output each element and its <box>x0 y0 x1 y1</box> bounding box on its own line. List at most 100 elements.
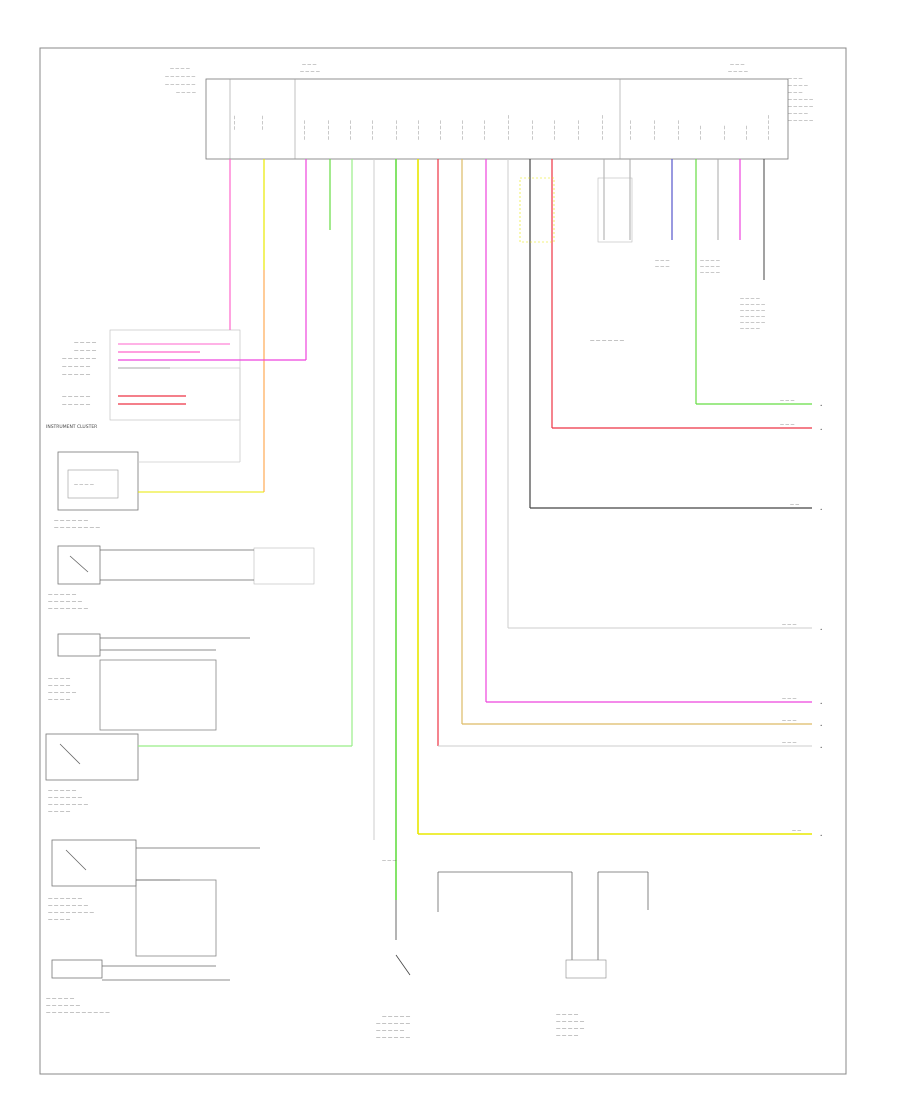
svg-text:— — — —: — — — — <box>482 120 487 140</box>
svg-text:— — — — — —: — — — — — — <box>48 600 83 605</box>
svg-text:— — — —: — — — — <box>556 1034 579 1039</box>
svg-text:— — — — —: — — — — — <box>740 320 765 325</box>
svg-text:— — — — — — —: — — — — — — — <box>48 904 89 909</box>
svg-text:— — —: — — — <box>698 125 703 140</box>
svg-text:— — — — — — —: — — — — — — — <box>48 803 89 808</box>
svg-text:— —: — — <box>790 502 799 507</box>
svg-text:— — — —: — — — — <box>302 120 307 140</box>
svg-text:— — — —: — — — — <box>326 120 331 140</box>
right-side-runs: — — —• — — —• — —• — — —• — — —• — — —• … <box>418 398 822 838</box>
svg-text:— — — — —: — — — — — <box>62 403 91 408</box>
svg-text:— — —: — — — <box>655 258 670 263</box>
svg-text:— — — — —: — — — — — <box>740 308 765 313</box>
svg-text:— — — — —: — — — — — <box>788 118 813 123</box>
svg-text:— — — —: — — — — <box>700 264 720 269</box>
svg-text:— — — — — —: — — — — — — <box>62 357 97 362</box>
svg-text:— — — —: — — — — <box>700 258 720 263</box>
svg-text:— — — — —: — — — — — <box>62 365 91 370</box>
svg-text:— — — —: — — — — <box>74 482 94 487</box>
svg-text:— — — — —: — — — — — <box>46 997 75 1002</box>
module-pin-stubs <box>229 159 765 900</box>
svg-text:— — —: — — — <box>780 398 795 403</box>
svg-text:— — —: — — — <box>260 115 265 130</box>
svg-text:— — — —: — — — — <box>48 677 71 682</box>
svg-text:— — — —: — — — — <box>416 120 421 140</box>
svg-text:— — — — — —: — — — — — — <box>46 1004 81 1009</box>
svg-text:— — — — —: — — — — — <box>48 789 77 794</box>
svg-text:— — — — — —: — — — — — — <box>590 339 625 344</box>
svg-text:— — — —: — — — — <box>700 270 720 275</box>
svg-text:— — — —: — — — — <box>176 90 196 95</box>
left-side-runs <box>100 343 352 981</box>
svg-text:— — — — —: — — — — — <box>556 1027 585 1032</box>
svg-text:— — — — —: — — — — — <box>600 115 605 140</box>
svg-text:— — — —: — — — — <box>530 120 535 140</box>
svg-text:— — — —: — — — — <box>460 120 465 140</box>
svg-text:•: • <box>820 745 822 750</box>
svg-text:•: • <box>820 403 822 408</box>
svg-text:— — — —: — — — — <box>728 69 748 74</box>
ignition-switch: — — — — — — — — — — — — — — — — — — — — … <box>376 858 411 1041</box>
svg-text:— — — —: — — — — <box>576 120 581 140</box>
liftgate-switch: — — — — — — — — — — — — — — — — — <box>48 633 217 731</box>
svg-text:— — —: — — — <box>782 740 797 745</box>
svg-text:— — — —: — — — — <box>740 326 760 331</box>
svg-text:— — — — — — — —: — — — — — — — — <box>48 911 95 916</box>
svg-text:•: • <box>820 833 822 838</box>
svg-text:— — — — —: — — — — — <box>740 314 765 319</box>
rollover-sensor: — — — — — — — — — — — — — — — — — — <box>54 451 139 531</box>
svg-text:— — — — —: — — — — — <box>788 104 813 109</box>
svg-text:— — — —: — — — — <box>170 66 190 71</box>
svg-text:— — —: — — — <box>722 125 727 140</box>
svg-text:— — — —: — — — — <box>740 296 760 301</box>
svg-text:— — —: — — — <box>782 622 797 627</box>
svg-text:— — — — —: — — — — — <box>62 395 91 400</box>
svg-text:— — —: — — — <box>744 125 749 140</box>
svg-text:— — — —: — — — — <box>552 120 557 140</box>
passenger-door-module: — — — — — — — — — — — — — — — — — — — — … <box>46 959 110 1016</box>
svg-text:— — — —: — — — — <box>788 83 808 88</box>
svg-text:INSTRUMENT CLUSTER: INSTRUMENT CLUSTER <box>46 424 97 430</box>
svg-text:— — — — — —: — — — — — — <box>376 1022 411 1027</box>
svg-text:— — —: — — — <box>788 76 803 81</box>
svg-text:•: • <box>820 627 822 632</box>
center-connector: — — — — — — — — — — — — — — — — — — — — … <box>519 177 765 344</box>
svg-text:— — — —: — — — — <box>628 120 633 140</box>
svg-text:— —: — — <box>792 828 801 833</box>
svg-text:— — —: — — — <box>788 90 803 95</box>
svg-text:— — — —: — — — — <box>74 349 97 354</box>
svg-text:— — — —: — — — — <box>48 698 71 703</box>
diagram-frame <box>39 47 847 1075</box>
svg-text:— — — — — — —: — — — — — — — <box>48 607 89 612</box>
instrument-cluster: — — — — — — — — — — — — — — — — — — — — … <box>46 329 241 430</box>
svg-text:— — — — —: — — — — — <box>740 302 765 307</box>
svg-text:— — — —: — — — — <box>556 1013 579 1018</box>
svg-text:— — — — —: — — — — — <box>556 1020 585 1025</box>
door-ajar-switch-left: — — — — — — — — — — — — — — — — — — — — … <box>45 733 139 815</box>
svg-text:— — — — —: — — — — — <box>766 115 771 140</box>
svg-text:— — — — — — — — — — —: — — — — — — — — — — — <box>46 1011 110 1016</box>
security-indicator: — — — — — — — — — — — — — — — — — — <box>437 871 649 1039</box>
svg-text:•: • <box>820 701 822 706</box>
svg-text:•: • <box>820 723 822 728</box>
svg-text:— — —: — — — <box>382 858 397 863</box>
svg-text:— — — —: — — — — <box>48 810 71 815</box>
svg-text:— — —: — — — <box>232 115 237 130</box>
svg-text:— — —: — — — <box>730 62 745 67</box>
svg-text:•: • <box>820 507 822 512</box>
svg-text:— — — —: — — — — <box>394 120 399 140</box>
svg-text:— — — — —: — — — — — <box>62 373 91 378</box>
svg-text:— — — —: — — — — <box>348 120 353 140</box>
svg-text:— — —: — — — <box>655 264 670 269</box>
svg-text:— — —: — — — <box>782 718 797 723</box>
svg-text:— — — — —: — — — — — <box>506 115 511 140</box>
svg-text:— — — — —: — — — — — <box>376 1029 405 1034</box>
svg-text:— — — — —: — — — — — <box>48 691 77 696</box>
svg-text:— — — — — —: — — — — — — <box>48 796 83 801</box>
svg-text:— — — —: — — — — <box>676 120 681 140</box>
svg-text:— — — —: — — — — <box>74 341 97 346</box>
svg-text:•: • <box>820 427 822 432</box>
svg-text:— — — — — —: — — — — — — <box>165 74 195 79</box>
svg-text:— — — —: — — — — <box>652 120 657 140</box>
svg-text:— — — — — —: — — — — — — <box>376 1036 411 1041</box>
